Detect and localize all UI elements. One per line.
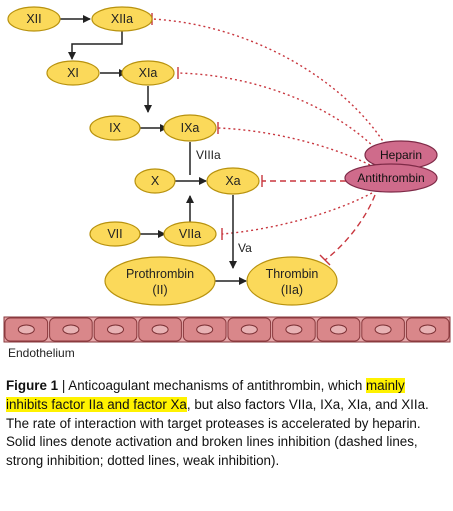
label-ixa: IXa xyxy=(181,121,200,135)
inhibition-lines xyxy=(151,13,396,266)
figure-caption: Figure 1 | Anticoagulant mechanisms of a… xyxy=(6,377,446,471)
label-xi: XI xyxy=(67,66,79,80)
cell-nucleus xyxy=(17,324,35,335)
cell-nucleus xyxy=(419,324,437,335)
node-xi xyxy=(46,60,100,86)
caption-separator: | xyxy=(58,378,69,393)
node-prothrombin xyxy=(104,256,216,306)
label-antithrombin: Antithrombin xyxy=(357,171,424,185)
cell-nucleus xyxy=(285,324,303,335)
node-xiia xyxy=(91,6,153,32)
label-prothrombin-line1: Prothrombin xyxy=(126,267,194,281)
cell-nucleus xyxy=(151,324,169,335)
cofactor-va: Va xyxy=(238,241,252,255)
node-ix xyxy=(89,115,141,141)
cell-nucleus xyxy=(62,324,80,335)
node-ixa xyxy=(163,114,217,142)
coagulation-diagram: VIIIa Va XII XIIa XI XIa IX IXa X Xa VII… xyxy=(3,6,451,360)
label-prothrombin-line2: (II) xyxy=(152,283,167,297)
node-xia xyxy=(121,60,175,86)
inhibition-line-thrombin xyxy=(324,194,376,261)
node-vii xyxy=(89,221,141,247)
endothelial-cells xyxy=(4,317,450,342)
arrow-xiia-xi xyxy=(68,31,123,60)
inhibition-bar-thrombin xyxy=(319,254,331,266)
label-ix: IX xyxy=(109,121,121,135)
label-xa: Xa xyxy=(225,174,240,188)
factor-nodes xyxy=(7,6,338,306)
label-xii: XII xyxy=(26,12,41,26)
inhibition-line-xia xyxy=(177,72,389,163)
inhibition-line-xiia xyxy=(151,18,396,163)
label-x: X xyxy=(151,174,160,188)
label-xia: XIa xyxy=(139,66,158,80)
endothelium-layer xyxy=(3,316,451,343)
caption-text-before: Anticoagulant mechanisms of antithrombin… xyxy=(68,378,367,393)
label-thrombin-line1: Thrombin xyxy=(266,267,319,281)
node-antithrombin xyxy=(344,163,438,193)
cell-nucleus xyxy=(196,324,214,335)
label-heparin: Heparin xyxy=(380,148,422,162)
node-xii xyxy=(7,6,61,32)
inhibition-line-ixa xyxy=(217,127,371,166)
caption-text-after: , but also factors VIIa, IXa, XIa, and X… xyxy=(6,396,429,469)
cell-nucleus xyxy=(330,324,347,335)
endothelium-label: Endothelium xyxy=(8,346,75,360)
label-vii: VII xyxy=(107,227,122,241)
cell-nucleus xyxy=(107,324,124,335)
cell-nucleus xyxy=(374,324,392,335)
label-xiia: XIIa xyxy=(111,12,133,26)
caption-figure-label: Figure 1 xyxy=(6,378,59,393)
label-viia: VIIa xyxy=(179,227,201,241)
label-thrombin-line2: (IIa) xyxy=(281,283,303,297)
cell-nucleus xyxy=(240,324,258,335)
inhibition-line-viia xyxy=(221,192,373,235)
node-x xyxy=(134,168,176,194)
node-xa xyxy=(206,167,260,195)
cofactor-viiia: VIIIa xyxy=(196,148,221,162)
node-viia xyxy=(163,221,217,247)
node-thrombin xyxy=(246,256,338,306)
